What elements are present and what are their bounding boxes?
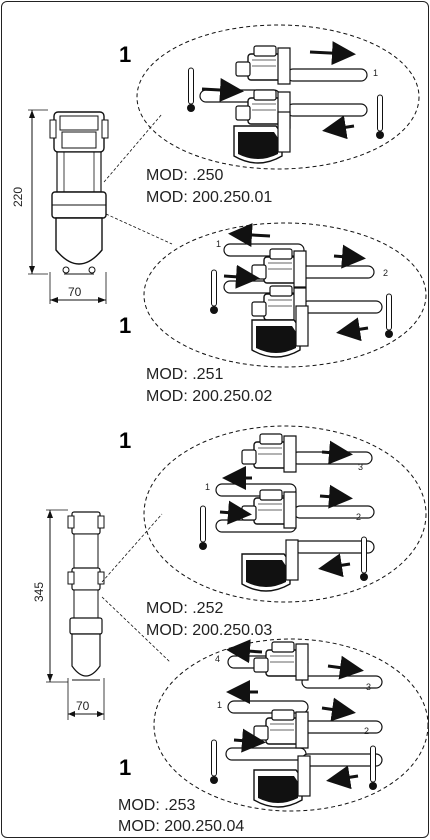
- valve-assembly-252: [198, 433, 375, 592]
- dim-width-70-bottom: 70: [76, 699, 90, 713]
- port-label-3: 3: [366, 682, 372, 692]
- port-label-2: 2: [383, 268, 389, 278]
- port-label-3: 3: [358, 462, 364, 472]
- valve-assembly-250: [186, 41, 385, 164]
- port-label-1: 1: [205, 482, 211, 492]
- mod-full-253: MOD: 200.250.04: [118, 818, 245, 835]
- valve-assembly-251: [209, 223, 394, 358]
- variant-index-253: 1: [119, 755, 132, 780]
- mod-short-251: MOD: .251: [146, 366, 224, 383]
- mod-short-250: MOD: .250: [146, 167, 224, 184]
- port-label-4: 4: [215, 654, 221, 664]
- mod-full-251: MOD: 200.250.02: [146, 388, 273, 405]
- port-label-2: 2: [356, 512, 362, 522]
- mod-full-252: MOD: 200.250.03: [146, 622, 273, 639]
- dim-width-70-top: 70: [68, 285, 82, 299]
- variant-index-252: 1: [119, 428, 132, 453]
- detail-ellipses: [136, 24, 428, 812]
- variant-index-251: 1: [119, 313, 132, 338]
- port-label-1: 1: [373, 68, 379, 78]
- leader-lines: [101, 113, 173, 663]
- port-label-1: 1: [217, 700, 223, 710]
- port-label-1: 1: [216, 239, 222, 249]
- dim-height-345: 345: [32, 581, 46, 602]
- port-label-2: 2: [364, 726, 370, 736]
- front-view-345: [46, 509, 105, 720]
- mod-full-250: MOD: 200.250.01: [146, 189, 273, 206]
- dim-height-220: 220: [11, 186, 25, 207]
- valve-assembly-253: [209, 639, 383, 808]
- variant-index-250: 1: [119, 42, 132, 67]
- front-view-220: [28, 109, 109, 304]
- mod-short-253: MOD: .253: [118, 797, 196, 814]
- mod-short-252: MOD: .252: [146, 600, 224, 617]
